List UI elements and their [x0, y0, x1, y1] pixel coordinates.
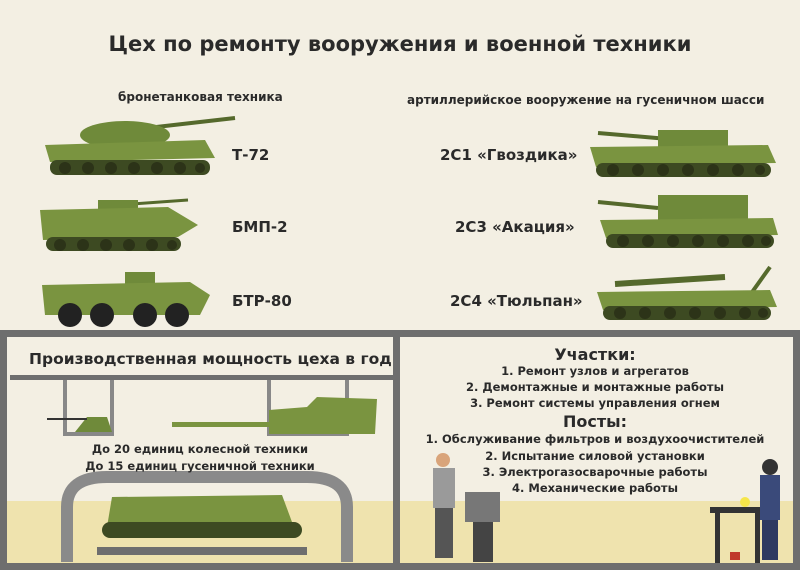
post-item: 1. Обслуживание фильтров и воздухоочисти… [425, 432, 765, 446]
armored-heading: бронетанковая техника [118, 90, 283, 104]
sections-panel: Участки: 1. Ремонт узлов и агрегатов 2. … [393, 330, 800, 570]
section-item: 2. Демонтажные и монтажные работы [466, 380, 724, 394]
section-item: 1. Ремонт узлов и агрегатов [501, 364, 689, 378]
post-item: 2. Испытание силовой установки [485, 449, 705, 463]
section-item: 3. Ремонт системы управления огнем [470, 396, 720, 410]
t72-tank-image [45, 116, 236, 175]
btr80-image [42, 272, 210, 327]
vehicle-label-2s1: 2С1 «Гвоздика» [440, 146, 578, 164]
capacity-panel: Производственная мощность цеха в год До … [0, 330, 400, 570]
artillery-heading: артиллерийское вооружение на гусеничном … [407, 93, 765, 107]
workshop-crane-illustration [10, 375, 393, 562]
posts-heading: Посты: [562, 412, 627, 431]
page-title: Цех по ремонту вооружения и военной техн… [108, 32, 692, 56]
2s3-image [597, 195, 778, 248]
2s1-image [590, 130, 776, 177]
capacity-line-wheeled: До 20 единиц колесной техники [91, 442, 309, 456]
post-item: 3. Электрогазосварочные работы [482, 465, 708, 479]
vehicle-label-2s4: 2С4 «Тюльпан» [450, 292, 583, 310]
vehicle-label-2s3: 2С3 «Акация» [455, 218, 575, 236]
welder-worker-illustration [710, 459, 780, 563]
vehicle-label-t72: Т-72 [232, 146, 270, 164]
capacity-line-tracked: До 15 единиц гусеничной техники [85, 459, 315, 473]
sections-heading: Участки: [554, 345, 636, 364]
2s4-image [597, 265, 777, 320]
mechanic-worker-illustration [433, 453, 500, 562]
post-item: 4. Механические работы [512, 481, 678, 495]
vehicle-label-bmp2: БМП-2 [232, 218, 288, 236]
bmp2-image [40, 198, 198, 251]
vehicle-label-btr80: БТР-80 [232, 292, 292, 310]
capacity-title: Производственная мощность цеха в год [29, 350, 392, 368]
